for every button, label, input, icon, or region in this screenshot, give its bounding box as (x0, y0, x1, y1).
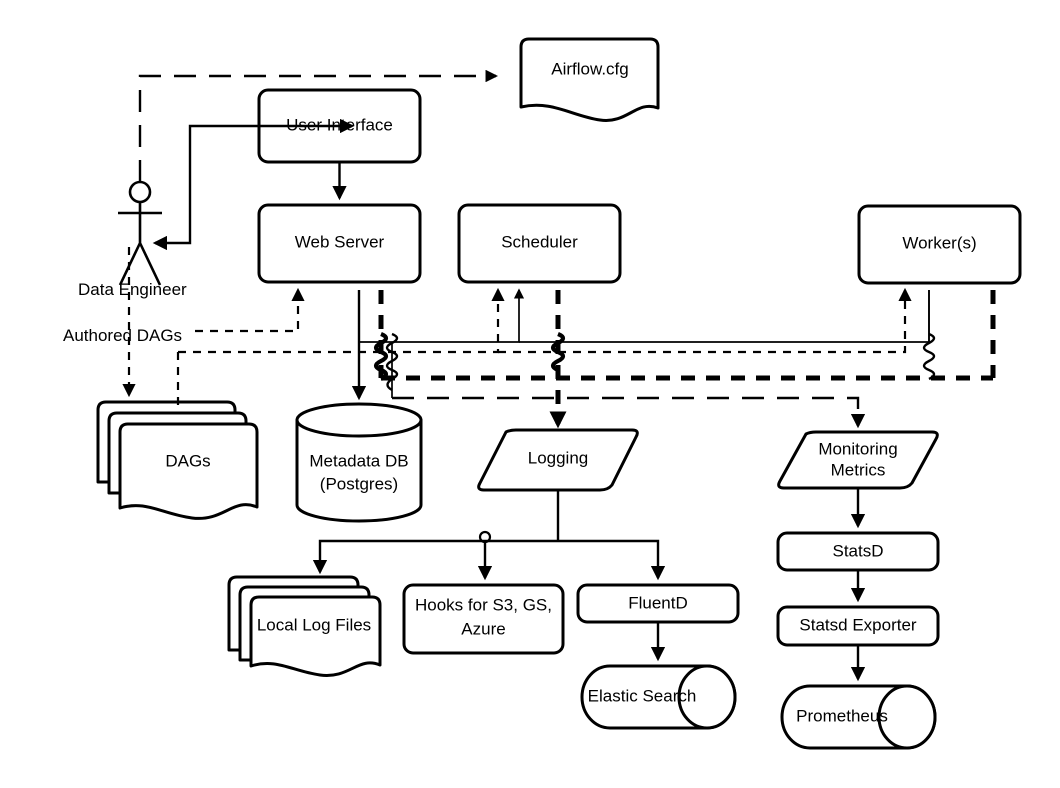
node-label-line2: Metrics (831, 460, 886, 479)
edge-logging-to-fluentd (558, 539, 666, 581)
cylinder-top-shape (295, 402, 423, 438)
node-monitoring-metrics[interactable]: Monitoring Metrics (777, 430, 939, 490)
actor-data-engineer: Data Engineer (78, 180, 187, 299)
line-jump-group (373, 332, 936, 392)
node-label-line1: Monitoring (818, 439, 897, 458)
edge-logging-to-local-log-files (312, 539, 558, 575)
parallelogram-shape (477, 428, 639, 492)
line-jump-marker (478, 530, 492, 544)
cylinder-cap-shape (677, 664, 737, 730)
node-web-server[interactable]: Web Server (257, 203, 422, 284)
document-stack-front-icon (118, 422, 259, 520)
line-jump-icon (922, 332, 936, 381)
node-label-line2: (Postgres) (320, 474, 398, 493)
stick-figure-head-icon (128, 180, 152, 204)
node-hooks[interactable]: Hooks for S3, GS, Azure (402, 583, 565, 655)
line-jump-icon (550, 332, 566, 372)
edge-worker-to-monitoring (392, 396, 866, 429)
edge-dags-to-web-server (195, 287, 305, 333)
cylinder-cap-shape (877, 684, 937, 750)
node-label-line1: Metadata DB (309, 451, 408, 470)
document-stack-front-icon (249, 595, 382, 677)
node-label-line1: Hooks for S3, GS, (415, 595, 552, 614)
node-airflow-cfg[interactable]: Airflow.cfg (519, 37, 660, 122)
parallelogram-shape (777, 430, 939, 490)
node-local-log-files[interactable]: Local Log Files (227, 575, 382, 677)
node-elastic-search[interactable]: Elastic Search (580, 664, 737, 730)
edge-metadata-bus-right (519, 290, 930, 343)
node-label: Airflow.cfg (551, 59, 628, 78)
box-shape (457, 203, 622, 284)
node-prometheus[interactable]: Prometheus (780, 684, 937, 750)
node-label: Prometheus (796, 706, 888, 725)
node-label: Elastic Search (588, 686, 697, 705)
node-label: DAGs (165, 451, 210, 470)
actor-label: Data Engineer (78, 280, 187, 299)
box-shape (857, 204, 1022, 285)
edge-engineer-to-airflow-cfg (138, 69, 498, 182)
node-logging[interactable]: Logging (477, 428, 639, 492)
document-shape (519, 37, 660, 122)
stick-figure-body-icon (118, 202, 162, 286)
node-label: StatsD (832, 541, 883, 560)
node-fluentd[interactable]: FluentD (576, 583, 740, 624)
edge-ui-to-engineer (152, 118, 355, 251)
line-jump-icon (385, 332, 399, 392)
node-label: Scheduler (501, 232, 578, 251)
node-label: Local Log Files (257, 615, 371, 634)
node-label: Worker(s) (902, 233, 976, 252)
node-label: Web Server (295, 232, 385, 251)
cylinder-body-shape (295, 418, 423, 523)
node-label: Statsd Exporter (799, 615, 917, 634)
edge-dags-bus-to-worker (498, 287, 912, 354)
node-workers[interactable]: Worker(s) (857, 204, 1022, 285)
line-jump-icon (373, 332, 389, 381)
edge-label-authored-dags: Authored DAGs (63, 326, 182, 345)
node-dags[interactable]: DAGs (96, 400, 259, 520)
node-metadata-db[interactable]: Metadata DB (Postgres) (295, 402, 423, 523)
node-statsd-exporter[interactable]: Statsd Exporter (776, 605, 940, 647)
node-scheduler[interactable]: Scheduler (457, 203, 622, 284)
node-label: FluentD (628, 593, 688, 612)
node-label: Logging (528, 448, 589, 467)
node-label-line2: Azure (461, 619, 505, 638)
box-shape (402, 583, 565, 655)
node-statsd[interactable]: StatsD (776, 531, 940, 572)
